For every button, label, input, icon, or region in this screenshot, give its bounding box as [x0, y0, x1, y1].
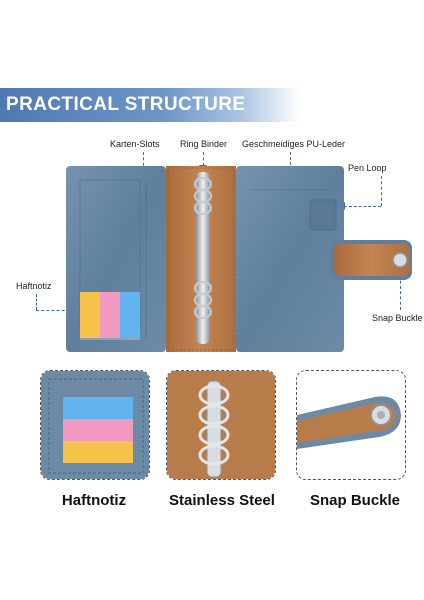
pen-loop	[309, 199, 337, 231]
ring-binder-connector	[203, 152, 204, 166]
pen-loop-connector-h	[344, 206, 381, 207]
detail-sticky-notes	[40, 370, 150, 480]
right-cover	[236, 166, 344, 352]
ring-bar	[196, 172, 210, 344]
detail-stainless-steel	[166, 370, 276, 480]
strap-inner	[334, 244, 410, 276]
caption-stainless-steel: Stainless Steel	[169, 492, 275, 509]
detail-rings-illustration	[167, 371, 275, 479]
title-banner: PRACTICAL STRUCTURE	[0, 88, 300, 122]
pen-loop-connector-v	[381, 176, 382, 206]
rings-icon	[193, 176, 213, 320]
snap-buckle-connector	[400, 270, 401, 310]
snap-button-icon	[392, 252, 408, 268]
caption-snap-buckle: Snap Buckle	[309, 492, 401, 509]
callout-ring-binder: Ring Binder	[180, 139, 228, 149]
detail-snap-buckle	[296, 370, 406, 480]
spine-stitching	[167, 167, 235, 351]
detail-snap-buckle-illustration	[297, 371, 405, 479]
binder-illustration	[66, 166, 412, 352]
sticky-note-pink	[100, 292, 120, 338]
callout-snap-buckle: Snap Buckle	[372, 313, 423, 323]
detail-sticky-notes-illustration	[41, 371, 149, 479]
callout-pu-leather: Geschmeidiges PU-Leder	[242, 139, 346, 149]
sticky-notes-connector-v	[36, 294, 37, 310]
sticky-note-blue	[120, 292, 140, 338]
callout-pen-loop: Pen Loop	[348, 163, 387, 173]
callout-sticky-notes: Haftnotiz	[16, 281, 52, 291]
caption-sticky-notes: Haftnotiz	[61, 492, 127, 509]
callout-card-slots: Karten-Slots	[110, 139, 160, 149]
banner-title: PRACTICAL STRUCTURE	[6, 94, 246, 115]
sticky-note-yellow	[80, 292, 100, 338]
sticky-notes-connector-h	[36, 310, 80, 311]
